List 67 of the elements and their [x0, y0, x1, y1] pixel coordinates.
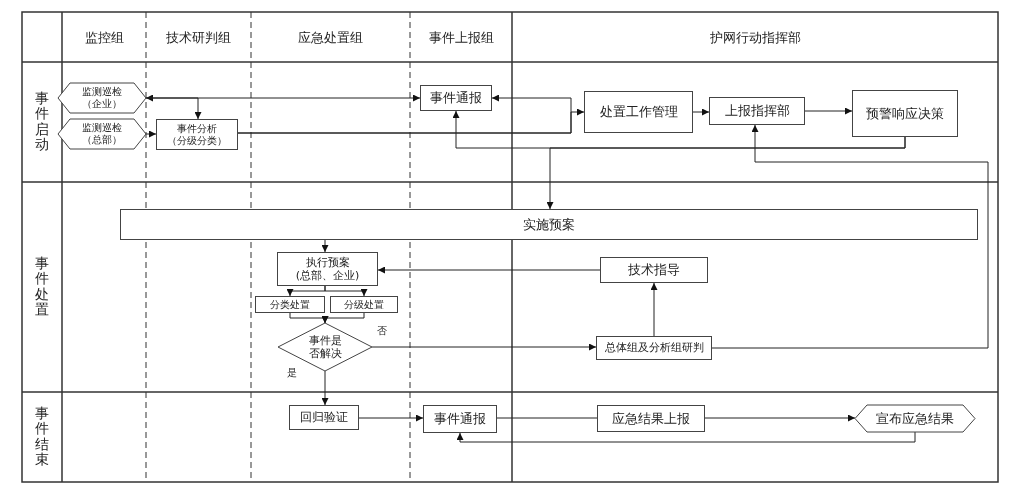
lane-header: 技术研判组 — [165, 29, 231, 47]
node-text: 应急结果上报 — [612, 410, 690, 427]
node-text: （总部） — [82, 134, 122, 146]
phase-label: 事件结束 — [35, 406, 49, 468]
arrow — [546, 136, 906, 210]
process-box — [423, 405, 497, 433]
arrow — [371, 343, 597, 351]
node-text: （企业） — [82, 98, 122, 110]
process-box — [330, 296, 398, 313]
process-box — [289, 405, 359, 430]
process-box — [420, 85, 492, 111]
node-text: 实施预案 — [523, 216, 575, 233]
arrow — [321, 370, 329, 406]
node-text: （分级分类） — [167, 134, 227, 147]
lane-header: 监控组 — [84, 29, 124, 47]
process-box — [277, 252, 378, 286]
node-text: 总体组及分析组研判 — [604, 341, 704, 355]
node-text: 分类处置 — [270, 298, 310, 311]
node-text: 技术指导 — [628, 262, 680, 278]
edge-label: 是 — [286, 366, 298, 380]
arrow — [145, 130, 157, 138]
arrow — [704, 414, 856, 422]
process-box — [255, 296, 325, 313]
arrow — [324, 285, 368, 297]
process-box — [709, 97, 805, 125]
arrow — [692, 108, 710, 116]
arrow — [711, 124, 989, 349]
node-text: 事件分析 — [177, 122, 217, 135]
arrow — [145, 97, 202, 120]
process-box — [584, 91, 693, 133]
node-text: 监测巡检 — [82, 86, 122, 98]
node-text: 分级处置 — [344, 298, 384, 311]
process-box — [596, 336, 712, 360]
hexagon-node — [58, 119, 146, 149]
arrow — [804, 107, 853, 115]
node-text: (总部、企业) — [295, 269, 360, 283]
arrow — [358, 414, 424, 422]
process-box — [120, 209, 978, 240]
process-box — [156, 119, 238, 150]
node-text: 处置工作管理 — [599, 104, 678, 120]
arrow — [377, 266, 601, 274]
lane-header: 应急处置组 — [297, 29, 363, 47]
process-box — [600, 257, 708, 283]
phase-label: 事件处置 — [35, 256, 49, 318]
arrow — [237, 108, 585, 134]
arrow — [145, 94, 421, 102]
hexagon-node — [855, 405, 975, 432]
node-text: 执行预案 — [305, 255, 350, 269]
process-box — [597, 405, 705, 432]
node-text: 事件通报 — [434, 411, 486, 427]
edge-label: 否 — [376, 324, 388, 338]
arrow — [321, 239, 329, 253]
lane-header: 事件上报组 — [428, 29, 494, 47]
arrow — [321, 312, 365, 324]
node-text: 回归验证 — [300, 410, 348, 425]
node-text: 宣布应急结果 — [876, 410, 954, 427]
hexagon-node — [58, 83, 146, 113]
lane-header: 护网行动指挥部 — [709, 29, 801, 47]
node-text: 上报指挥部 — [724, 103, 790, 119]
node-text: 预警响应决策 — [866, 105, 944, 122]
process-box — [852, 90, 958, 137]
arrow — [456, 431, 916, 443]
phase-label: 事件启动 — [35, 91, 49, 153]
node-text: 监测巡检 — [82, 122, 122, 134]
node-text: 事件通报 — [430, 90, 482, 106]
arrow — [650, 282, 658, 337]
node-text: 事件是否解决 — [307, 333, 343, 361]
